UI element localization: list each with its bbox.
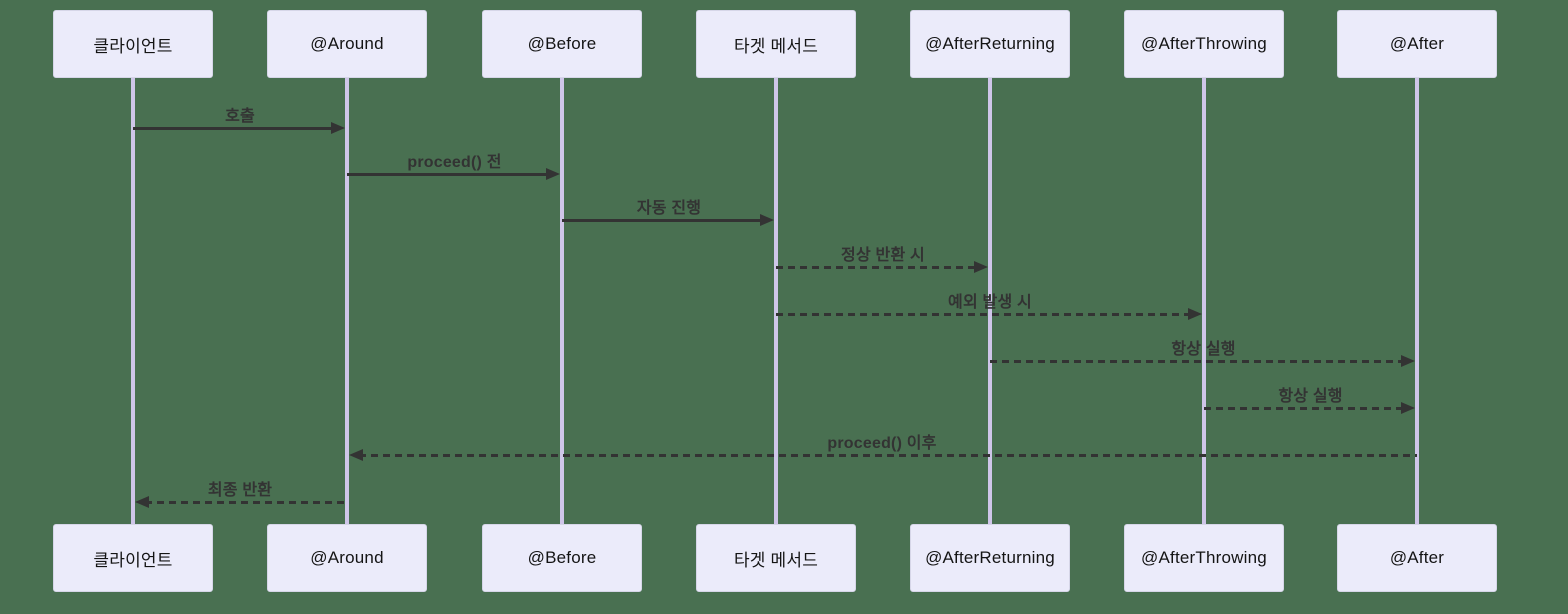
- participant-label: 클라이언트: [93, 550, 173, 570]
- message-label-0: 호출: [225, 108, 255, 125]
- message-label-5: 항상 실행: [1171, 341, 1236, 358]
- arrowhead-icon: [760, 213, 774, 226]
- participant-label: @After: [1389, 34, 1445, 53]
- participant-box-client-top: 클라이언트: [53, 10, 213, 78]
- participant-label: @After: [1389, 548, 1445, 567]
- message-line-8: [145, 501, 347, 504]
- arrowhead-icon: [1401, 354, 1415, 367]
- message-line-5: [990, 360, 1405, 363]
- participant-label: @Around: [310, 34, 384, 53]
- participant-box-client-bottom: 클라이언트: [53, 524, 213, 592]
- participant-label: @AfterReturning: [925, 548, 1055, 567]
- participant-box-target-bottom: 타겟 메서드: [696, 524, 856, 592]
- message-line-0: [133, 127, 335, 130]
- message-label-3: 정상 반환 시: [841, 247, 925, 264]
- message-line-1: [347, 173, 550, 176]
- participant-label: @Before: [527, 548, 597, 567]
- message-line-3: [776, 266, 978, 269]
- participant-label: 타겟 메서드: [733, 36, 819, 56]
- message-line-6: [1204, 407, 1405, 410]
- participant-box-target-top: 타겟 메서드: [696, 10, 856, 78]
- arrowhead-icon: [331, 121, 345, 134]
- participant-box-after-throwing-bottom: @AfterThrowing: [1124, 524, 1284, 592]
- arrowhead-icon: [974, 260, 988, 273]
- message-label-1: proceed() 전: [407, 154, 502, 171]
- lifeline-after-throwing: [1202, 78, 1206, 524]
- message-label-2: 자동 진행: [636, 200, 702, 217]
- participant-label: @AfterThrowing: [1141, 34, 1267, 53]
- lifeline-after: [1415, 78, 1419, 524]
- participant-label: @AfterReturning: [925, 34, 1055, 53]
- participant-box-before-top: @Before: [482, 10, 642, 78]
- message-line-7: [359, 454, 1417, 457]
- message-label-6: 항상 실행: [1278, 388, 1343, 405]
- participant-box-after-returning-top: @AfterReturning: [910, 10, 1070, 78]
- participant-box-after-returning-bottom: @AfterReturning: [910, 524, 1070, 592]
- arrowhead-icon: [135, 495, 149, 508]
- lifeline-around: [345, 78, 349, 524]
- arrowhead-icon: [546, 167, 560, 180]
- message-label-7: proceed() 이후: [827, 435, 937, 452]
- participant-box-before-bottom: @Before: [482, 524, 642, 592]
- arrowhead-icon: [1188, 307, 1202, 320]
- participant-label: @AfterThrowing: [1141, 548, 1267, 567]
- lifeline-after-returning: [988, 78, 992, 524]
- participant-label: 타겟 메서드: [733, 550, 819, 570]
- participant-box-after-top: @After: [1337, 10, 1497, 78]
- participant-label: 클라이언트: [93, 36, 173, 56]
- participant-box-after-bottom: @After: [1337, 524, 1497, 592]
- participant-box-after-throwing-top: @AfterThrowing: [1124, 10, 1284, 78]
- lifeline-target: [774, 78, 778, 524]
- participant-label: @Before: [527, 34, 597, 53]
- message-label-8: 최종 반환: [207, 482, 273, 499]
- lifeline-client: [131, 78, 135, 524]
- participant-box-around-top: @Around: [267, 10, 427, 78]
- participant-label: @Around: [310, 548, 384, 567]
- message-label-4: 예외 발생 시: [948, 294, 1032, 311]
- participant-box-around-bottom: @Around: [267, 524, 427, 592]
- arrowhead-icon: [349, 448, 363, 461]
- message-line-4: [776, 313, 1192, 316]
- message-line-2: [562, 219, 764, 222]
- arrowhead-icon: [1401, 401, 1415, 414]
- lifeline-before: [560, 78, 564, 524]
